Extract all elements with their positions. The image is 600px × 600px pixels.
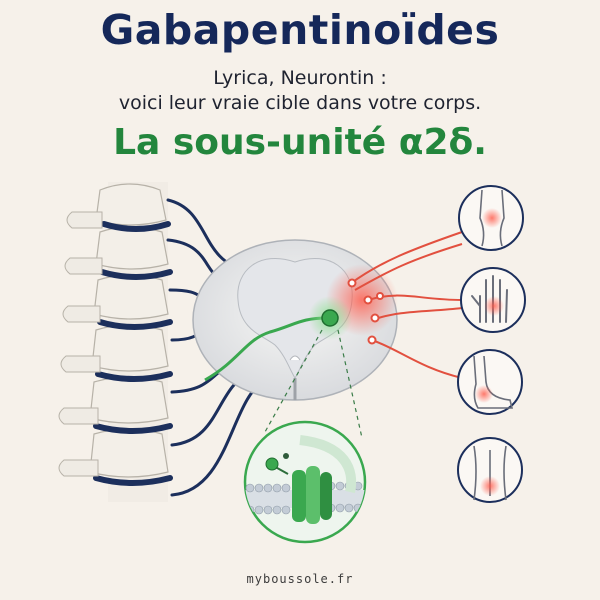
foot-icon xyxy=(457,349,523,415)
footer-site[interactable]: myboussole.fr xyxy=(246,572,354,586)
subtitle-line-1: Lyrica, Neurontin : xyxy=(213,67,387,89)
spine xyxy=(58,182,173,502)
back-icon xyxy=(457,437,523,503)
subtitle-line-2: voici leur vraie cible dans votre corps. xyxy=(118,92,482,114)
alpha2delta-zoom xyxy=(243,420,367,544)
illustration xyxy=(58,182,526,544)
hand-icon xyxy=(460,267,526,333)
knee-icon xyxy=(458,185,524,251)
zoom-lines xyxy=(264,329,363,439)
green-pathway xyxy=(204,296,352,382)
page-title: Gabapentinoïdes xyxy=(100,6,500,54)
highlight-line: La sous-unité α2δ. xyxy=(113,122,487,163)
